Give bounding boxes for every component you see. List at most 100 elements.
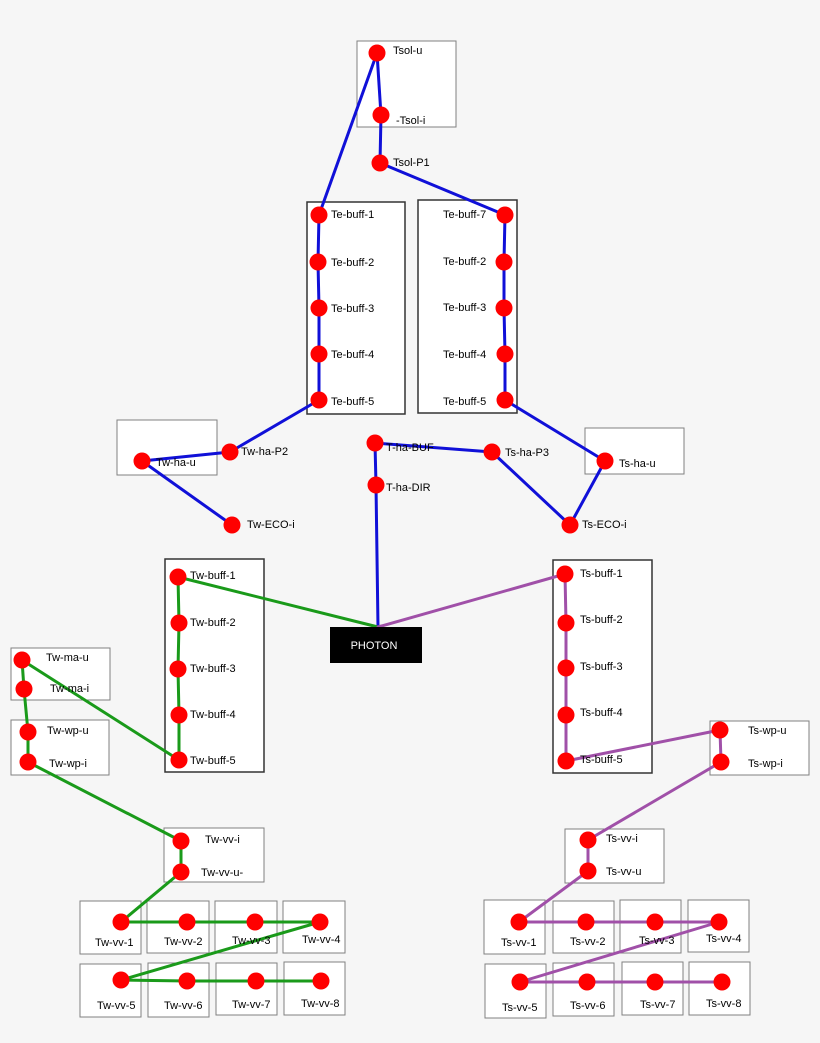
node-ts-buff-1 <box>556 565 574 583</box>
node-ts-wp-u <box>711 721 729 739</box>
box-tw-vv-2 <box>146 900 210 954</box>
node-t-ha-dir <box>367 476 385 494</box>
node-tsol-u <box>368 44 386 62</box>
node-label-ts-vv-i: Ts-vv-i <box>606 833 638 845</box>
node-label-tsol-i: -Tsol-i <box>396 115 425 127</box>
box-tw-vv-6 <box>147 962 210 1018</box>
node-te-buff-2a <box>309 253 327 271</box>
node-tw-buff-2 <box>170 614 188 632</box>
node-label-ts-buff-5: Ts-buff-5 <box>580 754 623 766</box>
node-label-te-buff-4a: Te-buff-4 <box>331 349 374 361</box>
photon-hub-label: PHOTON <box>351 640 398 652</box>
node-tw-wp-u <box>19 723 37 741</box>
node-tw-buff-1 <box>169 568 187 586</box>
node-ts-vv-2 <box>577 913 595 931</box>
node-label-tw-eco-i: Tw-ECO-i <box>247 519 295 531</box>
node-ts-vv-u <box>579 862 597 880</box>
node-ts-vv-i <box>579 831 597 849</box>
node-ts-buff-4 <box>557 706 575 724</box>
node-label-ts-vv-2: Ts-vv-2 <box>570 936 605 948</box>
node-label-ts-vv-3: Ts-vv-3 <box>639 935 674 947</box>
node-label-tw-vv-3: Tw-vv-3 <box>232 935 271 947</box>
node-label-t-ha-dir: T-ha-DIR <box>386 482 431 494</box>
node-te-buff-5b <box>496 391 514 409</box>
node-label-ts-wp-u: Ts-wp-u <box>748 725 787 737</box>
photon-hub: PHOTON <box>330 627 422 663</box>
node-tw-ma-i <box>15 680 33 698</box>
node-ts-ha-p3 <box>483 443 501 461</box>
node-label-t-ha-buf: T-ha-BUF <box>386 442 434 454</box>
node-label-tw-vv-7: Tw-vv-7 <box>232 999 271 1011</box>
group-tw-ha-box <box>116 419 218 476</box>
node-label-tw-buff-2: Tw-buff-2 <box>190 617 236 629</box>
node-label-ts-ha-u: Ts-ha-u <box>619 458 656 470</box>
sensor-groups <box>10 40 810 1019</box>
node-label-ts-ha-p3: Ts-ha-P3 <box>505 447 549 459</box>
purple-connection-photon-to-ts-vv <box>376 572 724 984</box>
node-label-ts-vv-8: Ts-vv-8 <box>706 998 741 1010</box>
node-ts-vv-4 <box>710 913 728 931</box>
node-ts-vv-8 <box>713 973 731 991</box>
node-te-buff-7 <box>496 206 514 224</box>
node-label-tw-vv-i: Tw-vv-i <box>205 834 240 846</box>
node-label-ts-vv-u: Ts-vv-u <box>606 866 641 878</box>
node-tw-ha-u <box>133 452 151 470</box>
box-tw-vv-1 <box>79 900 142 955</box>
node-label-tw-ha-p2: Tw-ha-P2 <box>241 446 288 458</box>
node-label-tw-vv-5: Tw-vv-5 <box>97 1000 136 1012</box>
node-tw-ma-u <box>13 651 31 669</box>
node-label-tw-vv-1: Tw-vv-1 <box>95 937 134 949</box>
node-label-tsol-u: Tsol-u <box>393 45 422 57</box>
box-tw-vv-5 <box>79 963 142 1018</box>
sensor-nodes: Tsol-u-Tsol-iTsol-P1Te-buff-1Te-buff-2Te… <box>13 44 787 1014</box>
node-tw-vv-7 <box>247 972 265 990</box>
node-tw-buff-5 <box>170 751 188 769</box>
box-tw-vv-7 <box>215 962 278 1016</box>
node-ts-wp-i <box>712 753 730 771</box>
node-tw-vv-2 <box>178 913 196 931</box>
node-label-ts-buff-4: Ts-buff-4 <box>580 707 623 719</box>
node-ts-ha-u <box>596 452 614 470</box>
node-label-ts-vv-5: Ts-vv-5 <box>502 1002 537 1014</box>
node-label-tw-vv-4: Tw-vv-4 <box>302 934 341 946</box>
node-tw-buff-3 <box>169 660 187 678</box>
node-label-ts-buff-3: Ts-buff-3 <box>580 661 623 673</box>
node-label-tw-vv-8: Tw-vv-8 <box>301 998 340 1010</box>
node-label-ts-vv-7: Ts-vv-7 <box>640 999 675 1011</box>
node-label-tw-buff-1: Tw-buff-1 <box>190 570 236 582</box>
node-label-te-buff-3b: Te-buff-3 <box>443 302 486 314</box>
node-ts-vv-7 <box>646 973 664 991</box>
box-ts-vv-5 <box>484 963 547 1019</box>
node-tw-buff-4 <box>170 706 188 724</box>
node-label-tw-ma-u: Tw-ma-u <box>46 652 89 664</box>
node-label-ts-eco-i: Ts-ECO-i <box>582 519 627 531</box>
node-label-tw-vv-2: Tw-vv-2 <box>164 936 203 948</box>
node-label-te-buff-7: Te-buff-7 <box>443 209 486 221</box>
node-tw-vv-6 <box>178 972 196 990</box>
node-label-te-buff-1: Te-buff-1 <box>331 209 374 221</box>
node-label-ts-vv-4: Ts-vv-4 <box>706 933 741 945</box>
node-tsol-i <box>372 106 390 124</box>
node-label-ts-vv-6: Ts-vv-6 <box>570 1000 605 1012</box>
node-tw-wp-i <box>19 753 37 771</box>
node-label-tw-wp-u: Tw-wp-u <box>47 725 89 737</box>
node-label-tsol-p1: Tsol-P1 <box>393 157 430 169</box>
node-te-buff-4b <box>496 345 514 363</box>
node-label-te-buff-3a: Te-buff-3 <box>331 303 374 315</box>
node-tw-vv-4 <box>311 913 329 931</box>
node-label-tw-vv-u: Tw-vv-u- <box>201 867 244 879</box>
box-tw-vv-8 <box>283 961 346 1016</box>
box-ts-vv-2 <box>552 900 615 954</box>
node-ts-vv-6 <box>578 973 596 991</box>
node-ts-vv-3 <box>646 913 664 931</box>
node-tw-vv-1 <box>112 913 130 931</box>
node-te-buff-3a <box>310 299 328 317</box>
node-label-te-buff-2a: Te-buff-2 <box>331 257 374 269</box>
node-ts-buff-5 <box>557 752 575 770</box>
node-label-tw-wp-i: Tw-wp-i <box>49 758 87 770</box>
node-label-tw-vv-6: Tw-vv-6 <box>164 1000 203 1012</box>
node-tw-ha-p2 <box>221 443 239 461</box>
node-label-ts-wp-i: Ts-wp-i <box>748 758 783 770</box>
node-te-buff-4a <box>310 345 328 363</box>
